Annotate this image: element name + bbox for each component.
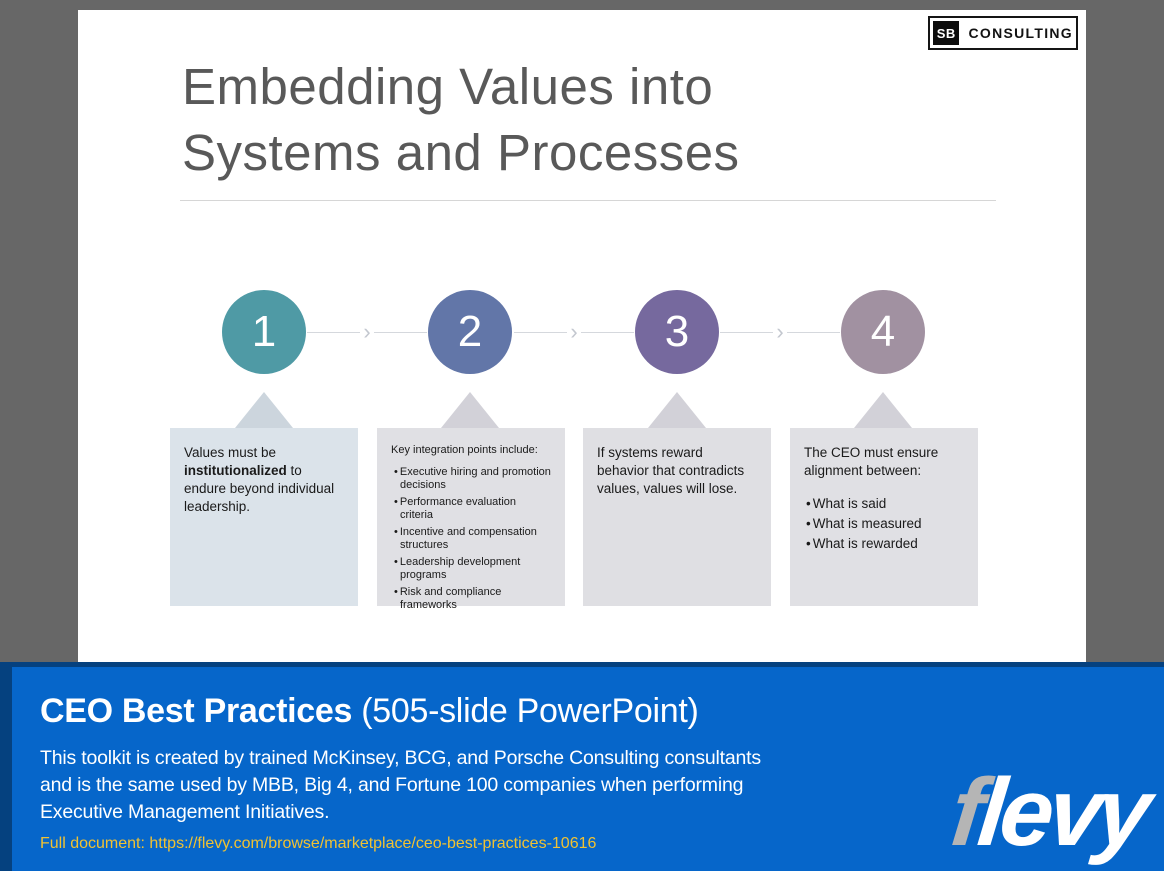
- bullet-item: Leadership development programs: [391, 556, 552, 582]
- step-pointer-4: [854, 392, 912, 428]
- step-circle-2: 2: [428, 290, 512, 374]
- banner-description-line3: Executive Management Initiatives.: [40, 801, 330, 823]
- bullet-item: Incentive and compensation structures: [391, 526, 552, 552]
- arrow-connector-2: ›: [514, 319, 635, 344]
- banner-title: CEO Best Practices (505-slide PowerPoint…: [40, 692, 699, 731]
- banner-description-line1: This toolkit is created by trained McKin…: [40, 747, 761, 769]
- step-box-4: The CEO must ensure alignment between: W…: [790, 428, 978, 606]
- full-document-link[interactable]: Full document: https://flevy.com/browse/…: [40, 835, 597, 852]
- step-box-2-header: Key integration points include:: [391, 444, 538, 456]
- bullet-item: Performance evaluation criteria: [391, 496, 552, 522]
- step-pointer-3: [648, 392, 706, 428]
- banner-description: This toolkit is created by trained McKin…: [40, 745, 761, 826]
- banner-description-line2: and is the same used by MBB, Big 4, and …: [40, 774, 744, 796]
- connector-line: [786, 331, 841, 333]
- product-title: CEO Best Practices: [40, 692, 353, 730]
- chevron-right-icon: ›: [570, 319, 578, 344]
- arrow-connector-3: ›: [720, 319, 841, 344]
- step-pointer-1: [235, 392, 293, 428]
- step-box-1-text: Values must be institutionalized to endu…: [184, 444, 345, 516]
- step-circle-4: 4: [841, 290, 925, 374]
- product-subtitle: (505-slide PowerPoint): [352, 692, 699, 730]
- banner-panel: CEO Best Practices (505-slide PowerPoint…: [12, 667, 1164, 871]
- sb-logo-name: CONSULTING: [968, 25, 1073, 41]
- step-box-3-text: If systems reward behavior that contradi…: [597, 445, 745, 496]
- slide-canvas: SB CONSULTING Embedding Values into Syst…: [78, 10, 1086, 662]
- bullet-item: Risk and compliance frameworks: [391, 586, 552, 612]
- step-circle-3: 3: [635, 290, 719, 374]
- step-box-4-bullet-list: What is said What is measured What is re…: [804, 494, 965, 554]
- connector-line: [373, 331, 428, 333]
- slide-title-line1: Embedding Values into: [182, 58, 714, 115]
- bullet-item: What is rewarded: [804, 534, 965, 554]
- title-divider: [180, 200, 996, 201]
- marketing-banner: CEO Best Practices (505-slide PowerPoint…: [0, 662, 1164, 871]
- step-box-1-text-bold: institutionalized: [184, 463, 287, 478]
- flevy-logo: flevy: [947, 759, 1152, 866]
- step-box-2: Key integration points include: Executiv…: [377, 428, 565, 611]
- step-circle-1: 1: [222, 290, 306, 374]
- step-box-1: Values must be institutionalized to endu…: [170, 428, 358, 606]
- slide-title-line2: Systems and Processes: [182, 124, 740, 181]
- connector-line: [514, 331, 568, 333]
- bullet-item: What is measured: [804, 514, 965, 534]
- step-pointer-2: [441, 392, 499, 428]
- connector-line: [720, 331, 774, 333]
- step-box-3: If systems reward behavior that contradi…: [583, 428, 771, 606]
- sb-logo-badge: SB: [933, 21, 960, 45]
- chevron-right-icon: ›: [363, 319, 371, 344]
- flevy-logo-levy: levy: [973, 759, 1152, 866]
- arrow-connector-1: ›: [307, 319, 428, 344]
- step-box-2-bullet-list: Executive hiring and promotion decisions…: [391, 466, 552, 612]
- bullet-item: Executive hiring and promotion decisions: [391, 466, 552, 492]
- chevron-right-icon: ›: [776, 319, 784, 344]
- slide-title: Embedding Values into Systems and Proces…: [182, 54, 740, 186]
- sb-consulting-logo: SB CONSULTING: [928, 16, 1078, 50]
- connector-line: [307, 331, 361, 333]
- bullet-item: What is said: [804, 494, 965, 514]
- step-box-1-text-pre: Values must be: [184, 445, 277, 460]
- step-box-1-text-post: to endure beyond individual leadership.: [184, 463, 335, 514]
- step-box-4-header: The CEO must ensure alignment between:: [804, 445, 939, 478]
- connector-line: [580, 331, 635, 333]
